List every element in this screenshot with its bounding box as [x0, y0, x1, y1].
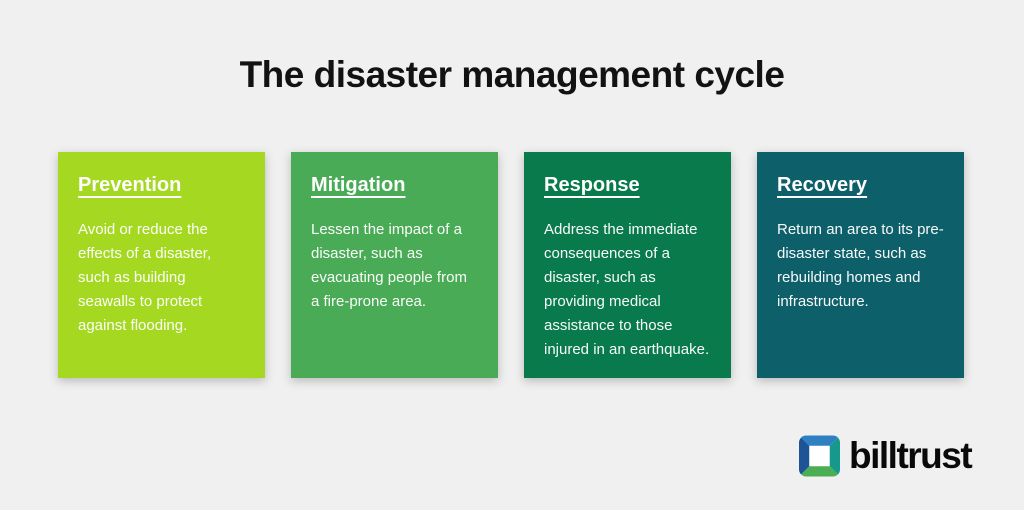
billtrust-cube-icon: [799, 435, 840, 477]
cards-row: Prevention Avoid or reduce the effects o…: [58, 152, 964, 378]
card-mitigation-title: Mitigation: [311, 174, 406, 196]
logo-center-square: [807, 443, 832, 469]
card-recovery-title: Recovery: [777, 174, 868, 196]
card-recovery: Recovery Return an area to its pre-disas…: [757, 152, 964, 378]
card-recovery-body: Return an area to its pre-disaster state…: [777, 221, 944, 310]
card-prevention: Prevention Avoid or reduce the effects o…: [58, 152, 265, 378]
logo-top-segment: [799, 435, 840, 446]
card-mitigation: Mitigation Lessen the impact of a disast…: [291, 152, 498, 378]
logo-right-segment: [829, 435, 840, 477]
card-prevention-title: Prevention: [78, 174, 182, 196]
logo-left-segment: [799, 435, 810, 477]
card-response: Response Address the immediate consequen…: [524, 152, 731, 378]
billtrust-logo: billtrust: [799, 434, 973, 478]
card-mitigation-body: Lessen the impact of a disaster, such as…: [311, 221, 467, 310]
card-prevention-body: Avoid or reduce the effects of a disaste…: [78, 221, 212, 334]
logo-bottom-segment: [799, 466, 840, 477]
card-response-body: Address the immediate consequences of a …: [544, 221, 710, 358]
page-title: The disaster management cycle: [239, 54, 785, 95]
card-response-title: Response: [544, 174, 640, 196]
billtrust-wordmark: billtrust: [849, 434, 973, 476]
